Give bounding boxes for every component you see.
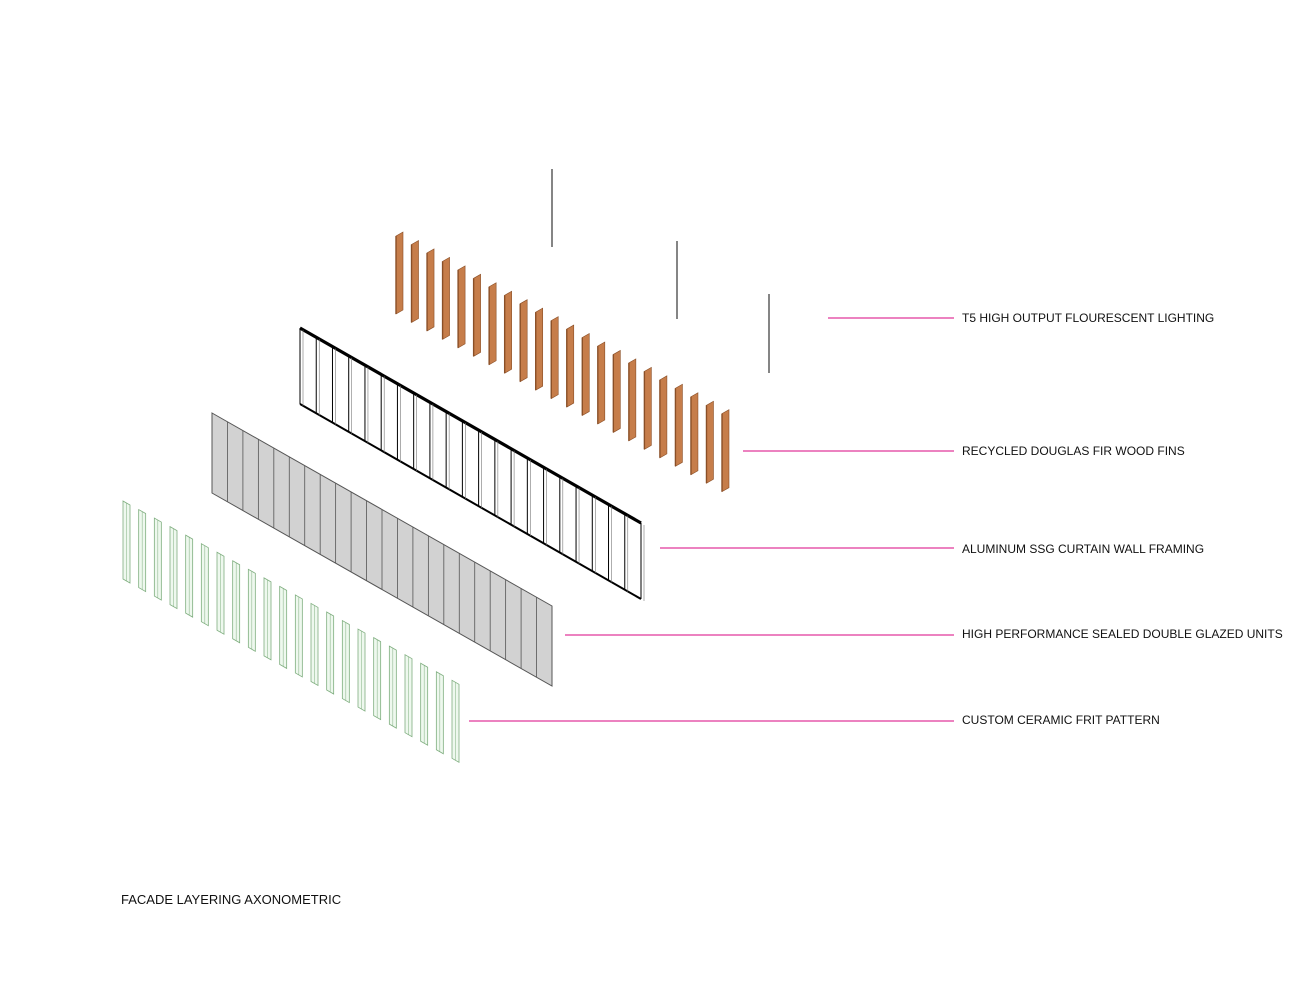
wood-fin <box>457 265 466 349</box>
wood-fin <box>535 307 544 391</box>
ceramic-frit-pattern-layer <box>122 500 460 763</box>
frame-bottom-rail <box>299 403 642 600</box>
fluorescent-lighting-layer <box>551 169 770 373</box>
wood-fin <box>613 349 621 433</box>
label-lighting: T5 HIGH OUTPUT FLOURESCENT LIGHTING <box>962 311 1215 325</box>
label-wood-fins: RECYCLED DOUGLAS FIR WOOD FINS <box>962 444 1185 458</box>
wood-fin <box>690 392 699 476</box>
diagram-caption: FACADE LAYERING AXONOMETRIC <box>121 892 342 907</box>
wood-fin <box>581 333 590 417</box>
label-double-glazed-units: HIGH PERFORMANCE SEALED DOUBLE GLAZED UN… <box>962 627 1283 641</box>
wood-fin <box>504 290 512 374</box>
wood-fin <box>473 273 481 357</box>
wood-fin <box>597 341 606 425</box>
frame-top-rail <box>299 326 642 525</box>
wood-fin <box>721 409 730 493</box>
label-ceramic-frit: CUSTOM CERAMIC FRIT PATTERN <box>962 713 1160 727</box>
wood-fin <box>395 231 404 315</box>
wood-fins-layer <box>395 231 730 493</box>
wood-fin <box>442 256 450 340</box>
wood-fin <box>628 358 637 442</box>
wood-fin <box>566 324 575 408</box>
label-curtain-wall-framing: ALUMINUM SSG CURTAIN WALL FRAMING <box>962 542 1205 556</box>
double-glazed-units-layer <box>211 412 553 687</box>
wood-fin <box>550 316 559 400</box>
curtain-wall-framing-layer <box>299 326 645 601</box>
wood-fin <box>411 239 419 323</box>
wood-fin <box>519 299 528 383</box>
wood-fin <box>644 366 652 450</box>
wood-fin <box>488 282 497 366</box>
wood-fin <box>706 400 714 484</box>
wood-fin <box>675 383 683 467</box>
wood-fin <box>659 375 668 459</box>
leader-lines <box>469 317 954 722</box>
wood-fin <box>426 248 435 332</box>
